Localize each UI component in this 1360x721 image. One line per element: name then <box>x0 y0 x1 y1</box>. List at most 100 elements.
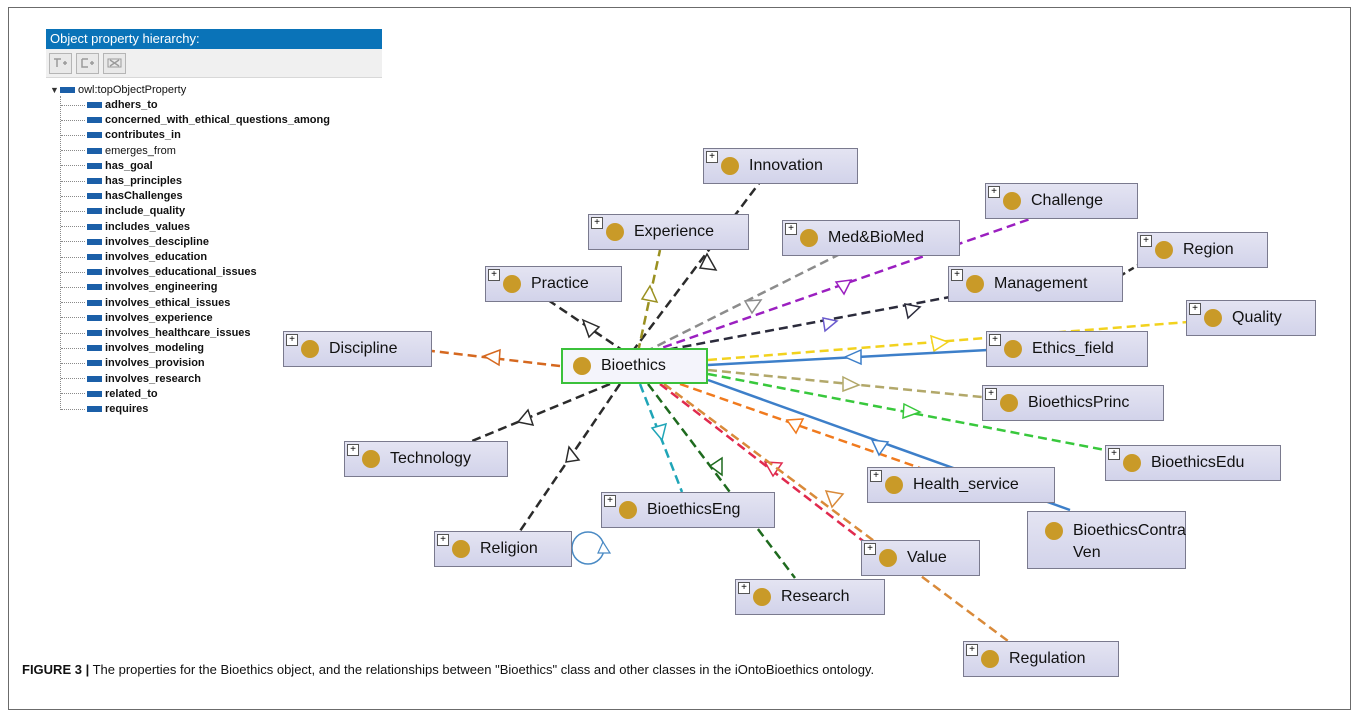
node-region[interactable]: + Region <box>1137 232 1268 268</box>
expand-icon[interactable]: + <box>1108 448 1120 460</box>
property-icon <box>87 375 102 382</box>
expand-icon[interactable]: + <box>988 186 1000 198</box>
class-icon <box>1204 309 1222 327</box>
expand-icon[interactable]: + <box>286 334 298 346</box>
node-bioethics-selected[interactable]: Bioethics <box>561 348 708 384</box>
node-discipline[interactable]: +Discipline <box>283 331 432 367</box>
expand-icon[interactable]: + <box>985 388 997 400</box>
expand-icon[interactable]: + <box>870 470 882 482</box>
node-label: Health_service <box>913 476 1019 493</box>
node-medbiomed[interactable]: +Med&BioMed <box>782 220 960 256</box>
expand-icon[interactable]: + <box>604 495 616 507</box>
class-icon <box>362 450 380 468</box>
expand-icon[interactable]: + <box>864 543 876 555</box>
tree-connector <box>61 119 85 121</box>
collapse-triangle-icon[interactable]: ▼ <box>50 85 59 95</box>
expand-icon[interactable]: + <box>706 151 718 163</box>
arrow-technology <box>516 408 535 426</box>
expand-icon[interactable]: + <box>989 334 1001 346</box>
expand-icon[interactable]: + <box>785 223 797 235</box>
node-experience[interactable]: +Experience <box>588 214 749 250</box>
property-item[interactable]: involves_education <box>61 250 207 264</box>
expand-icon[interactable]: + <box>347 444 359 456</box>
node-bioethics-eng[interactable]: +BioethicsEng <box>601 492 775 528</box>
property-item[interactable]: involves_experience <box>61 311 213 325</box>
property-item[interactable]: hasChallenges <box>61 189 183 203</box>
node-innovation[interactable]: +Innovation <box>703 148 858 184</box>
property-item[interactable]: includes_values <box>61 220 190 234</box>
arrow-religion-loop <box>597 540 612 554</box>
delete-property-button[interactable] <box>103 52 126 74</box>
node-regulation[interactable]: +Regulation <box>963 641 1119 677</box>
property-item[interactable]: involves_educational_issues <box>61 265 257 279</box>
expand-icon[interactable]: + <box>951 269 963 281</box>
node-ethics-field[interactable]: +Ethics_field <box>986 331 1148 367</box>
edge-research <box>647 383 796 579</box>
edge-quality <box>707 320 1189 362</box>
add-sibling-property-button[interactable] <box>76 52 99 74</box>
node-research[interactable]: +Research <box>735 579 885 615</box>
property-icon <box>87 132 102 139</box>
property-item[interactable]: adhers_to <box>61 98 158 112</box>
class-icon <box>1155 241 1173 259</box>
expand-icon[interactable]: + <box>437 534 449 546</box>
node-label-line1: BioethicsContra <box>1073 522 1186 539</box>
property-item[interactable]: involves_ethical_issues <box>61 296 230 310</box>
expand-icon[interactable]: + <box>1189 303 1201 315</box>
node-management[interactable]: + Management <box>948 266 1123 302</box>
node-bioethics-princ[interactable]: +BioethicsPrinc <box>982 385 1164 421</box>
expand-icon[interactable]: + <box>1140 235 1152 247</box>
property-item[interactable]: concerned_with_ethical_questions_among <box>61 113 330 127</box>
property-label: adhers_to <box>105 99 158 111</box>
property-item[interactable]: has_principles <box>61 174 182 188</box>
property-icon <box>87 284 102 291</box>
property-icon <box>87 406 102 412</box>
property-item[interactable]: has_goal <box>61 159 153 173</box>
property-label: involves_modeling <box>105 342 205 355</box>
class-icon <box>753 588 771 606</box>
node-label: Value <box>907 549 947 566</box>
node-label: Region <box>1183 241 1234 258</box>
node-label: Management <box>994 275 1088 292</box>
expand-icon[interactable]: + <box>488 269 500 281</box>
property-icon <box>87 360 102 367</box>
node-technology[interactable]: +Technology <box>344 441 508 477</box>
tree-root[interactable]: ▼ owl:topObjectProperty <box>50 83 186 97</box>
node-value[interactable]: + Value <box>861 540 980 576</box>
property-item[interactable]: involves_healthcare_issues <box>61 326 251 340</box>
node-health-service[interactable]: + Health_service <box>867 467 1055 503</box>
expand-icon[interactable]: + <box>966 644 978 656</box>
property-item[interactable]: involves_descipline <box>61 235 209 249</box>
property-item[interactable]: related_to <box>61 387 158 401</box>
property-icon <box>87 345 102 352</box>
property-item[interactable]: involves_research <box>61 372 201 386</box>
tree-connector <box>61 393 85 395</box>
property-item[interactable]: include_quality <box>61 204 185 218</box>
arrow-experience <box>640 284 659 304</box>
property-item[interactable]: involves_modeling <box>61 341 204 355</box>
caption-text: The properties for the Bioethics object,… <box>89 662 875 677</box>
property-item[interactable]: contributes_in <box>61 128 181 142</box>
node-quality[interactable]: +Quality <box>1186 300 1316 336</box>
class-icon <box>503 275 521 293</box>
property-item[interactable]: involves_engineering <box>61 280 217 294</box>
property-label: involves_educational_issues <box>105 266 257 279</box>
class-icon <box>1123 454 1141 472</box>
edge-experience <box>636 249 662 353</box>
node-practice[interactable]: +Practice <box>485 266 622 302</box>
tree-connector <box>61 150 85 152</box>
node-religion[interactable]: +Religion <box>434 531 572 567</box>
expand-icon[interactable]: + <box>591 217 603 229</box>
property-label: involves_engineering <box>105 281 218 294</box>
arrow-innovation <box>698 252 718 271</box>
add-sub-property-button[interactable] <box>49 52 72 74</box>
node-challenge[interactable]: +Challenge <box>985 183 1138 219</box>
node-bioethics-edu[interactable]: +BioethicsEdu <box>1105 445 1281 481</box>
expand-icon[interactable]: + <box>738 582 750 594</box>
property-item[interactable]: emerges_from <box>61 144 176 158</box>
property-item[interactable]: involves_provision <box>61 356 205 370</box>
tree-connector <box>61 378 85 380</box>
property-item[interactable]: requires <box>61 402 148 416</box>
